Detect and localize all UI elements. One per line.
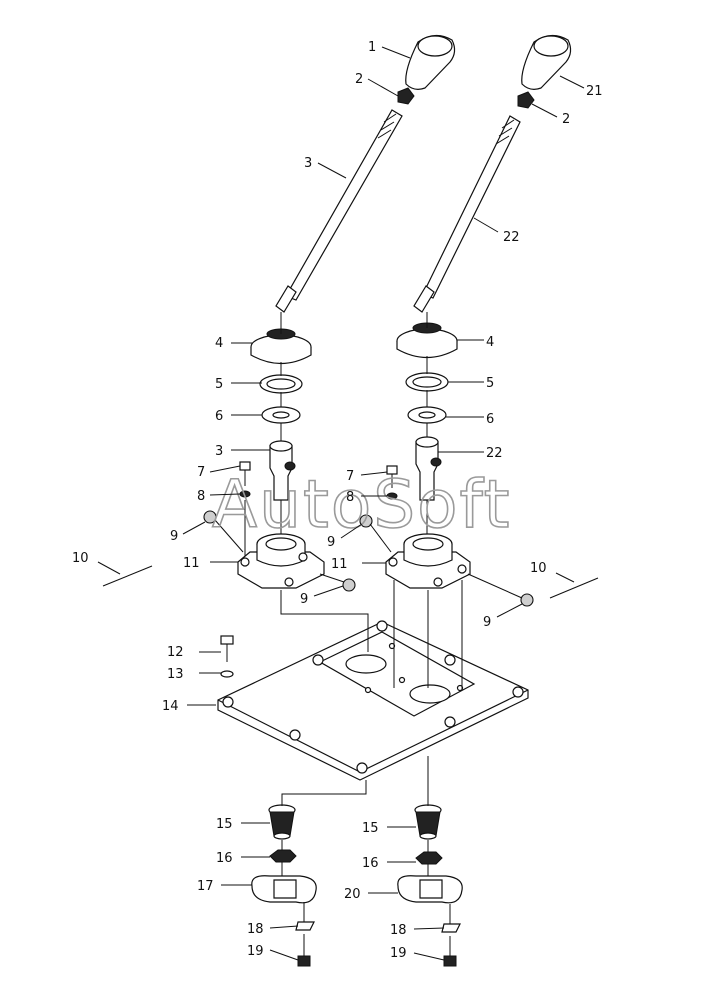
right-cover-20 <box>397 875 463 904</box>
right-grease-fitting-upper <box>359 514 373 528</box>
callout-3-joint: 3 <box>215 444 223 459</box>
right-spring-15 <box>414 804 442 840</box>
left-lever-housing <box>237 533 325 589</box>
left-cover-17 <box>251 875 317 904</box>
callout-16-left: 16 <box>216 851 233 866</box>
callout-12: 12 <box>167 645 184 660</box>
left-grease-fitting-upper <box>203 510 217 524</box>
callout-6-left: 6 <box>215 409 223 424</box>
right-bolt-7 <box>386 465 398 488</box>
callout-labels: 1 2 3 4 5 6 3 7 8 9 10 11 9 12 13 14 15 … <box>72 40 603 961</box>
callout-10-right: 10 <box>530 561 547 576</box>
callout-3-rod: 3 <box>304 156 312 171</box>
right-lever-housing <box>385 533 471 589</box>
left-boot-cap <box>250 328 312 364</box>
callout-9-right-lower: 9 <box>483 615 491 630</box>
left-washer <box>261 406 301 424</box>
right-boot-cap <box>396 322 458 358</box>
callout-11-left: 11 <box>183 556 200 571</box>
callout-1: 1 <box>368 40 376 55</box>
watermark-text: AutoSoft <box>212 466 511 543</box>
callout-7-left: 7 <box>197 465 205 480</box>
left-spring-15 <box>268 804 296 840</box>
callout-5-right: 5 <box>486 376 494 391</box>
callout-8-right: 8 <box>346 490 354 505</box>
callout-2-right: 2 <box>562 112 570 127</box>
left-tab-washer-18 <box>295 921 315 931</box>
callout-15-right: 15 <box>362 821 379 836</box>
callout-2-left: 2 <box>355 72 363 87</box>
right-lever-ball-joint <box>415 436 442 501</box>
left-bolt-19 <box>297 934 311 967</box>
left-pin-10 <box>102 565 153 587</box>
callout-8-left: 8 <box>197 489 205 504</box>
callout-10-left: 10 <box>72 551 89 566</box>
right-nut-16 <box>415 851 443 865</box>
left-lever-ball-joint <box>269 440 296 501</box>
callout-4-right: 4 <box>486 335 494 350</box>
callout-22-joint: 22 <box>486 446 503 461</box>
callout-16-right: 16 <box>362 856 379 871</box>
right-grease-fitting-lower <box>520 593 534 607</box>
left-lock-nut <box>397 87 415 105</box>
callout-leaders <box>97 46 585 961</box>
left-grease-fitting-lower <box>342 578 356 592</box>
callout-20: 20 <box>344 887 361 902</box>
callout-7-right: 7 <box>346 469 354 484</box>
base-plate <box>217 620 529 781</box>
callout-9-right-upper: 9 <box>327 535 335 550</box>
assembly-center-lines <box>214 312 523 924</box>
callout-19-right: 19 <box>390 946 407 961</box>
base-bolt-12 <box>220 635 234 662</box>
callout-15-left: 15 <box>216 817 233 832</box>
callout-13: 13 <box>167 667 184 682</box>
right-tab-washer-18 <box>441 923 461 933</box>
callout-6-right: 6 <box>486 412 494 427</box>
left-lever-rod <box>275 109 403 313</box>
callout-18-right: 18 <box>390 923 407 938</box>
left-lever-knob <box>405 34 456 90</box>
callout-21: 21 <box>586 84 603 99</box>
callout-9-left-lower: 9 <box>300 592 308 607</box>
callout-18-left: 18 <box>247 922 264 937</box>
callout-4-left: 4 <box>215 336 223 351</box>
right-lock-nut <box>517 91 535 109</box>
callout-14: 14 <box>162 699 179 714</box>
right-washer <box>407 406 447 424</box>
base-washer-13 <box>220 670 234 678</box>
right-pin-10 <box>549 577 599 599</box>
callout-11-right: 11 <box>331 557 348 572</box>
callout-9-left-upper: 9 <box>170 529 178 544</box>
callout-17: 17 <box>197 879 214 894</box>
left-nut-16 <box>269 849 297 863</box>
right-bolt-19 <box>443 936 457 967</box>
right-lever-knob <box>521 34 572 90</box>
callout-19-left: 19 <box>247 944 264 959</box>
callout-5-left: 5 <box>215 377 223 392</box>
callout-22-rod: 22 <box>503 230 520 245</box>
left-retaining-ring <box>259 374 303 394</box>
right-retaining-ring <box>405 372 449 392</box>
right-lever-rod <box>413 115 521 313</box>
